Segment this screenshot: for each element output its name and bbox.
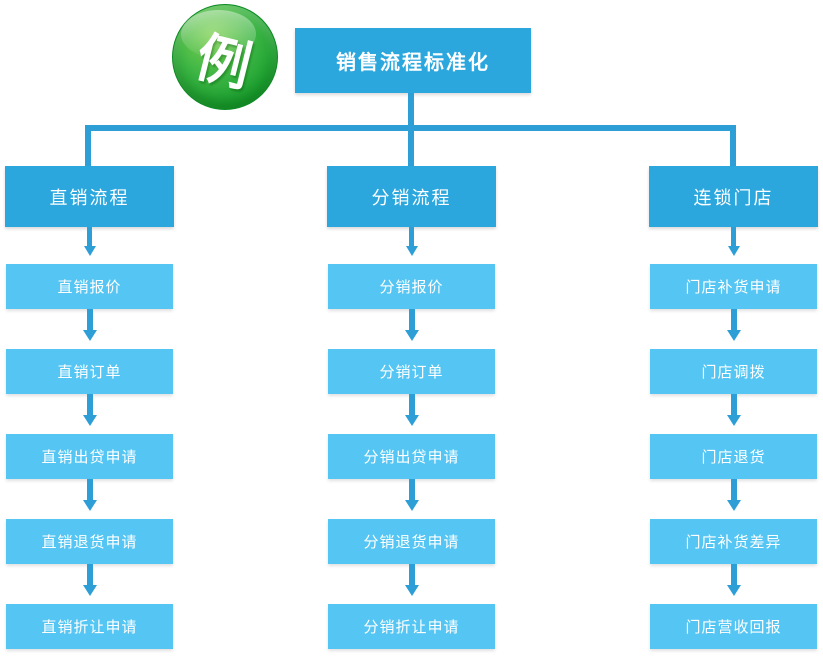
arrow-down-icon [82, 564, 97, 604]
flow-node-label: 分销订单 [379, 364, 444, 381]
column-header-label: 分销流程 [371, 187, 452, 208]
connector-drop-center [408, 129, 414, 166]
arrow-down-icon [404, 394, 419, 434]
flow-node-label: 直销订单 [57, 364, 122, 381]
connector-horizontal [85, 125, 736, 131]
flow-node-label: 门店补货申请 [685, 279, 782, 296]
arrow-stem [408, 394, 415, 415]
connector-stem-top [408, 93, 414, 127]
flow-node-label: 门店补货差异 [685, 534, 782, 551]
arrow-stem [87, 227, 92, 246]
arrow-head [726, 330, 741, 341]
arrow-down-icon [726, 394, 741, 434]
column-chain-stores: 连锁门店 门店补货申请 门店调拨 门店退货 门店补货差异 门店营收回报 [649, 166, 818, 649]
arrow-head [82, 585, 97, 596]
flow-node: 分销退货申请 [328, 519, 495, 564]
arrow-down-icon [404, 479, 419, 519]
arrow-stem [730, 564, 737, 585]
arrow-head [726, 500, 741, 511]
arrow-head [726, 415, 741, 426]
arrow-down-icon [404, 564, 419, 604]
flow-node-label: 门店营收回报 [685, 619, 782, 636]
root-node-label: 销售流程标准化 [336, 52, 490, 74]
arrow-head [727, 246, 740, 256]
flow-node: 直销报价 [6, 264, 173, 309]
arrow-head [726, 585, 741, 596]
arrow-down-icon [404, 309, 419, 349]
arrow-stem [408, 479, 415, 500]
example-badge-label: 例 [190, 26, 258, 98]
flow-node: 门店退货 [650, 434, 817, 479]
flow-node: 门店营收回报 [650, 604, 817, 649]
flow-node: 分销订单 [328, 349, 495, 394]
arrow-stem [730, 394, 737, 415]
arrow-stem [731, 227, 736, 246]
flow-node-label: 分销出贷申请 [363, 449, 460, 466]
example-badge: 例 [172, 4, 278, 110]
arrow-head [404, 415, 419, 426]
arrow-stem [86, 394, 93, 415]
root-node: 销售流程标准化 [295, 28, 531, 93]
arrow-head [82, 330, 97, 341]
column-direct-sales: 直销流程 直销报价 直销订单 直销出贷申请 直销退货申请 直销折让申请 [5, 166, 174, 649]
arrow-down-icon [726, 309, 741, 349]
flow-node: 分销报价 [328, 264, 495, 309]
arrow-stem [409, 227, 414, 246]
flow-node-label: 门店调拨 [701, 364, 766, 381]
connector-drop-right [730, 129, 736, 166]
flow-node-label: 直销折让申请 [41, 619, 138, 636]
column-header: 直销流程 [5, 166, 174, 227]
flow-node-label: 分销折让申请 [363, 619, 460, 636]
arrow-head [404, 500, 419, 511]
arrow-stem [86, 479, 93, 500]
arrow-head [83, 246, 96, 256]
arrow-head [405, 246, 418, 256]
flow-node: 直销退货申请 [6, 519, 173, 564]
flow-node: 直销折让申请 [6, 604, 173, 649]
flow-node: 门店补货申请 [650, 264, 817, 309]
column-header-label: 连锁门店 [693, 187, 774, 208]
arrow-head [404, 585, 419, 596]
arrow-head [404, 330, 419, 341]
arrow-head [82, 415, 97, 426]
flow-node-label: 分销报价 [379, 279, 444, 296]
arrow-stem [86, 564, 93, 585]
arrow-down-icon [726, 564, 741, 604]
arrow-down-icon [82, 394, 97, 434]
arrow-stem [86, 309, 93, 330]
column-header-label: 直销流程 [49, 187, 130, 208]
column-header: 连锁门店 [649, 166, 818, 227]
flow-node: 分销折让申请 [328, 604, 495, 649]
flow-node-label: 分销退货申请 [363, 534, 460, 551]
flow-node-label: 直销出贷申请 [41, 449, 138, 466]
arrow-down-icon [726, 479, 741, 519]
arrow-head [82, 500, 97, 511]
arrow-down-icon [727, 227, 740, 264]
flow-node-label: 门店退货 [701, 449, 766, 466]
arrow-stem [730, 479, 737, 500]
arrow-stem [408, 564, 415, 585]
arrow-down-icon [405, 227, 418, 264]
flow-node: 直销出贷申请 [6, 434, 173, 479]
flow-node: 门店补货差异 [650, 519, 817, 564]
column-distribution: 分销流程 分销报价 分销订单 分销出贷申请 分销退货申请 分销折让申请 [327, 166, 496, 649]
column-header: 分销流程 [327, 166, 496, 227]
arrow-stem [730, 309, 737, 330]
arrow-down-icon [82, 479, 97, 519]
arrow-down-icon [83, 227, 96, 264]
flow-node: 直销订单 [6, 349, 173, 394]
flow-node-label: 直销退货申请 [41, 534, 138, 551]
connector-drop-left [85, 129, 91, 166]
arrow-down-icon [82, 309, 97, 349]
flow-node-label: 直销报价 [57, 279, 122, 296]
flow-node: 分销出贷申请 [328, 434, 495, 479]
flow-node: 门店调拨 [650, 349, 817, 394]
arrow-stem [408, 309, 415, 330]
